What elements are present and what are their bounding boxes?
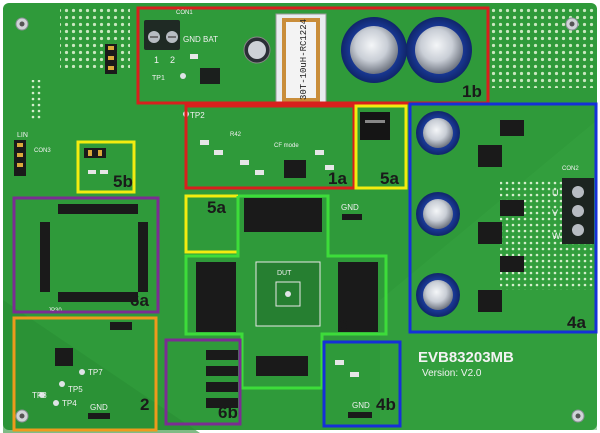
silk-pin-1: 1: [154, 55, 159, 65]
silk-v: V: [552, 208, 558, 218]
silk-con1: CON1: [176, 10, 193, 16]
region-box-1a: [184, 104, 356, 190]
silk-tp7: TP7: [88, 368, 103, 377]
silk-transformer-label: 30T-10uH-RC1224: [299, 19, 309, 100]
mosfet-q1: [478, 145, 502, 167]
mosfet-q6: [500, 256, 524, 272]
ic-u2: [55, 348, 73, 366]
silk-con2: CON2: [562, 166, 579, 172]
silk-lin: LIN: [17, 132, 28, 139]
mosfet-q2: [500, 120, 524, 136]
silk-tp5: TP5: [68, 385, 83, 394]
region-label-4a: 4a: [567, 313, 586, 332]
region-box-1b: [136, 6, 490, 105]
region-box-2: [12, 316, 158, 432]
ic-controller: [284, 160, 306, 178]
silk-con3: CON3: [34, 148, 51, 154]
board-version: Version: V2.0: [422, 368, 482, 379]
mounting-holes: [15, 17, 585, 423]
mosfet-q3: [478, 222, 502, 244]
region-label-4b: 4b: [376, 395, 396, 414]
region-box-4b: [322, 340, 402, 428]
silk-cf-mode: CF mode: [274, 143, 299, 149]
board-name: EVB83203MB: [418, 349, 514, 366]
schottky-diode: [360, 112, 390, 140]
power-input-stage: CON1 GND BAT 1 2 TP1 30T-10uH-RC1224: [144, 10, 472, 107]
region-label-2: 2: [140, 395, 149, 414]
region-label-5a-right: 5a: [380, 169, 399, 188]
region-label-5b: 5b: [113, 172, 133, 191]
test-point-area: TP7 TP5 TP3 TP4 GND: [32, 322, 132, 419]
ic-u1: [200, 68, 220, 84]
silk-tp3: TP3: [32, 391, 47, 400]
dut-socket-area: DUT GND: [196, 198, 378, 376]
silk-w: W: [552, 231, 561, 241]
flyback-controller-area: TP2 R42 CF mode: [183, 111, 334, 178]
region-box-6b: [164, 338, 242, 426]
silk-r42: R42: [230, 132, 242, 138]
region-label-6b: 6b: [218, 403, 238, 422]
region-box-5b: [76, 140, 136, 194]
gnd-header-4b: GND: [335, 360, 372, 418]
header-array-6b: [206, 350, 238, 408]
region-box-4a: [408, 102, 598, 334]
jumper-5b: [84, 148, 108, 174]
silk-tp4: TP4: [62, 399, 77, 408]
silk-tp1: TP1: [152, 75, 165, 82]
silk-pin-2: 2: [170, 55, 175, 65]
silk-u: U: [552, 188, 559, 198]
lin-connector: LIN CON3: [14, 132, 51, 176]
motor-bridge-area: CON2 U V W: [416, 111, 594, 317]
perf-area-top-right: [490, 8, 595, 88]
region-label-5a-left: 5a: [207, 198, 226, 217]
region-label-1a: 1a: [328, 169, 347, 188]
region-box-6a: [12, 196, 160, 314]
region-label-6a: 6a: [130, 291, 149, 310]
silk-gnd-bottom: GND: [352, 401, 370, 410]
perf-area-top-left: [60, 8, 130, 68]
mosfet-q4: [500, 200, 524, 216]
silk-gnd-bat: GND BAT: [183, 35, 218, 44]
region-box-3: [184, 194, 388, 390]
region-box-5a-right: [354, 104, 408, 190]
header-top-left: [105, 44, 117, 74]
region-label-1b: 1b: [462, 82, 482, 101]
silk-gnd-top: GND: [341, 203, 359, 212]
silk-tp2: TP2: [190, 111, 205, 120]
mosfet-q5: [478, 290, 502, 312]
silk-dut: DUT: [277, 270, 292, 277]
silk-gnd-left: GND: [90, 403, 108, 412]
diode-area: [360, 112, 390, 140]
region-label-3: 3: [338, 315, 347, 334]
